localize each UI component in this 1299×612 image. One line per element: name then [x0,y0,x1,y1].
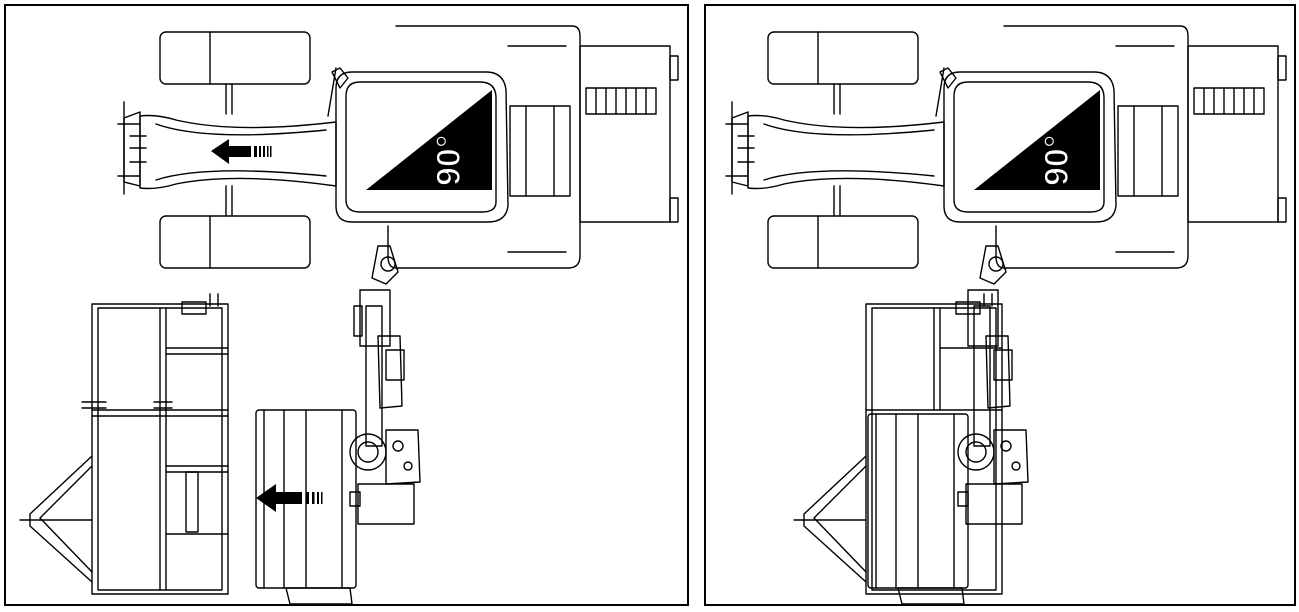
tractor-hood [387,25,581,269]
right-panel-drawing: 90° [725,25,1287,605]
mirror-bracket [327,67,349,117]
rear-wheel-bottom [767,215,919,269]
angle-label: 90° [430,135,468,186]
rotor-head [349,429,421,525]
rear-wheel-top [767,31,919,85]
rear-axle [225,83,233,217]
tractor-hood [995,25,1189,269]
trailer-drawbar [19,455,93,583]
engine-grille [579,45,679,223]
boom-arm [967,245,1013,447]
boom-arm [353,245,405,447]
angle-label: 90° [1038,135,1076,186]
left-panel: 90° [4,4,689,606]
rotor-head [957,429,1029,525]
direction-arrow-bottom [256,484,323,512]
left-panel-drawing: 90° [19,25,679,605]
trailer-drawbar [793,455,867,583]
mower-deck [867,413,969,605]
trailer-frame [81,293,229,595]
rear-wheel-bottom [159,215,311,269]
rear-axle [833,83,841,217]
angle-indicator: 90° [974,90,1100,190]
mirror-bracket [935,67,957,117]
trailer-frame [865,293,1003,595]
engine-grille [1187,45,1287,223]
rear-wheel-top [159,31,311,85]
right-panel: 90° [704,4,1296,606]
angle-indicator: 90° [366,90,492,190]
direction-arrow-top [211,139,272,164]
tractor-chassis [747,114,945,190]
